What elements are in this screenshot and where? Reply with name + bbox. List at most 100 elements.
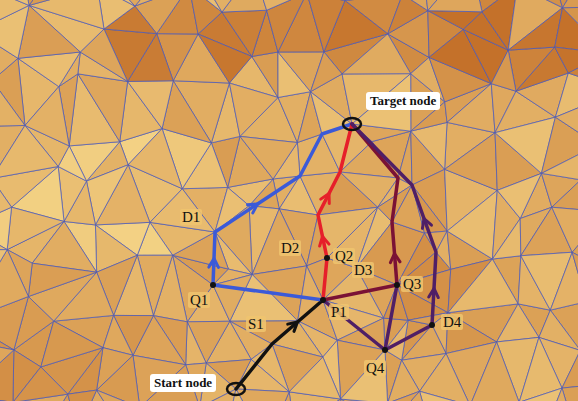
arrow-chevron (320, 237, 329, 247)
point-label: Q3 (401, 276, 423, 292)
mesh-triangle (7, 207, 64, 249)
mesh-triangle (555, 47, 578, 73)
mesh-triangle (508, 8, 562, 50)
mesh-triangle (497, 173, 541, 218)
mesh-triangle (295, 399, 345, 401)
point-label: Q1 (188, 292, 210, 308)
mesh-triangle (128, 129, 182, 189)
path-label: D2 (279, 240, 301, 256)
mesh-triangle (0, 178, 12, 226)
mesh-triangle (329, 0, 382, 1)
mesh-triangle (541, 145, 578, 180)
mesh-triangle (13, 367, 68, 401)
mesh-triangle (311, 52, 343, 92)
mesh-triangle (0, 0, 29, 5)
mesh-triangle (508, 0, 562, 50)
mesh-triangle (568, 53, 578, 90)
mesh-triangle (550, 252, 578, 310)
end-ring (227, 383, 245, 395)
mesh-triangle (186, 322, 206, 365)
mesh-triangle (552, 207, 578, 252)
mesh-triangle (289, 357, 340, 399)
mesh-triangle (222, 10, 267, 56)
mesh-triangle (252, 52, 278, 97)
mesh-triangle (420, 391, 470, 401)
mesh-triangle (0, 207, 12, 249)
mesh-triangle (447, 190, 497, 259)
arrow-chevron (429, 289, 439, 298)
path-s1 (236, 300, 323, 389)
mesh-triangle (0, 321, 14, 350)
point-label: Q4 (364, 360, 386, 376)
arrow-chevron (209, 259, 219, 268)
mesh-triangle (341, 350, 388, 401)
path-label: S1 (246, 316, 266, 332)
mesh-triangle (470, 342, 519, 401)
mesh-triangle (128, 81, 174, 129)
mesh-triangle (491, 50, 516, 91)
mesh-triangle (492, 219, 520, 260)
mesh-triangle (517, 0, 562, 8)
vertex-dots (210, 255, 435, 353)
vertex-dot (210, 282, 216, 288)
mesh-triangle (552, 180, 578, 212)
path-d2 (318, 124, 352, 300)
mesh-triangle (29, 0, 104, 29)
arrow-chevron (288, 322, 298, 331)
mesh-triangle (0, 125, 58, 178)
mesh-triangle (412, 185, 447, 233)
arrow-chevron (248, 204, 258, 213)
arrow-chevron (321, 194, 330, 204)
mesh-triangle (29, 0, 97, 5)
mesh-triangle (563, 0, 578, 8)
route-paths (209, 124, 438, 389)
point-label: P1 (329, 304, 349, 320)
vertex-dot (382, 347, 388, 353)
arrow-chevron (422, 219, 431, 229)
mesh-triangle (252, 209, 306, 275)
mesh-triangle (519, 388, 562, 401)
arrow-chevron (390, 254, 400, 263)
path-d4 (323, 124, 436, 350)
mesh-triangle (0, 250, 7, 321)
mesh-triangle (0, 340, 14, 395)
vertex-dot (324, 255, 330, 261)
path-label: D1 (180, 209, 202, 225)
vertex-dot (394, 282, 400, 288)
mesh-triangle (543, 388, 576, 401)
mesh-triangle (341, 399, 389, 401)
mesh-triangle (97, 0, 135, 6)
mesh-triangle (41, 321, 103, 367)
mesh-triangle (403, 0, 428, 11)
mesh-triangle (78, 74, 128, 142)
mesh-triangle (135, 0, 189, 6)
mesh-triangle (0, 227, 7, 250)
mesh-triangle (307, 0, 345, 52)
mesh-triangle (197, 0, 254, 12)
node-tag: Start node (150, 374, 216, 392)
mesh-triangle (0, 250, 28, 321)
mesh-triangle (0, 81, 25, 127)
mesh-triangle (448, 259, 518, 313)
mesh-triangle (428, 0, 482, 12)
mesh-triangle (229, 83, 278, 136)
mesh-triangle (555, 91, 578, 145)
mesh-triangle (68, 390, 97, 401)
end-rings (227, 118, 361, 395)
mesh-triangle (213, 274, 252, 321)
mesh-triangle (563, 7, 578, 53)
mesh-triangle (0, 0, 29, 31)
mesh-triangle (562, 350, 578, 388)
mesh-triangle (240, 136, 297, 179)
mesh-triangle (447, 84, 495, 133)
path-q4-q3 (385, 285, 397, 350)
mesh-triangle (97, 0, 169, 6)
mesh-triangle (572, 252, 578, 301)
mesh-triangle (445, 133, 498, 191)
mesh-triangle (345, 0, 403, 1)
mesh-triangle (0, 395, 13, 401)
end-ring (343, 118, 361, 130)
path-label: D4 (441, 314, 463, 330)
